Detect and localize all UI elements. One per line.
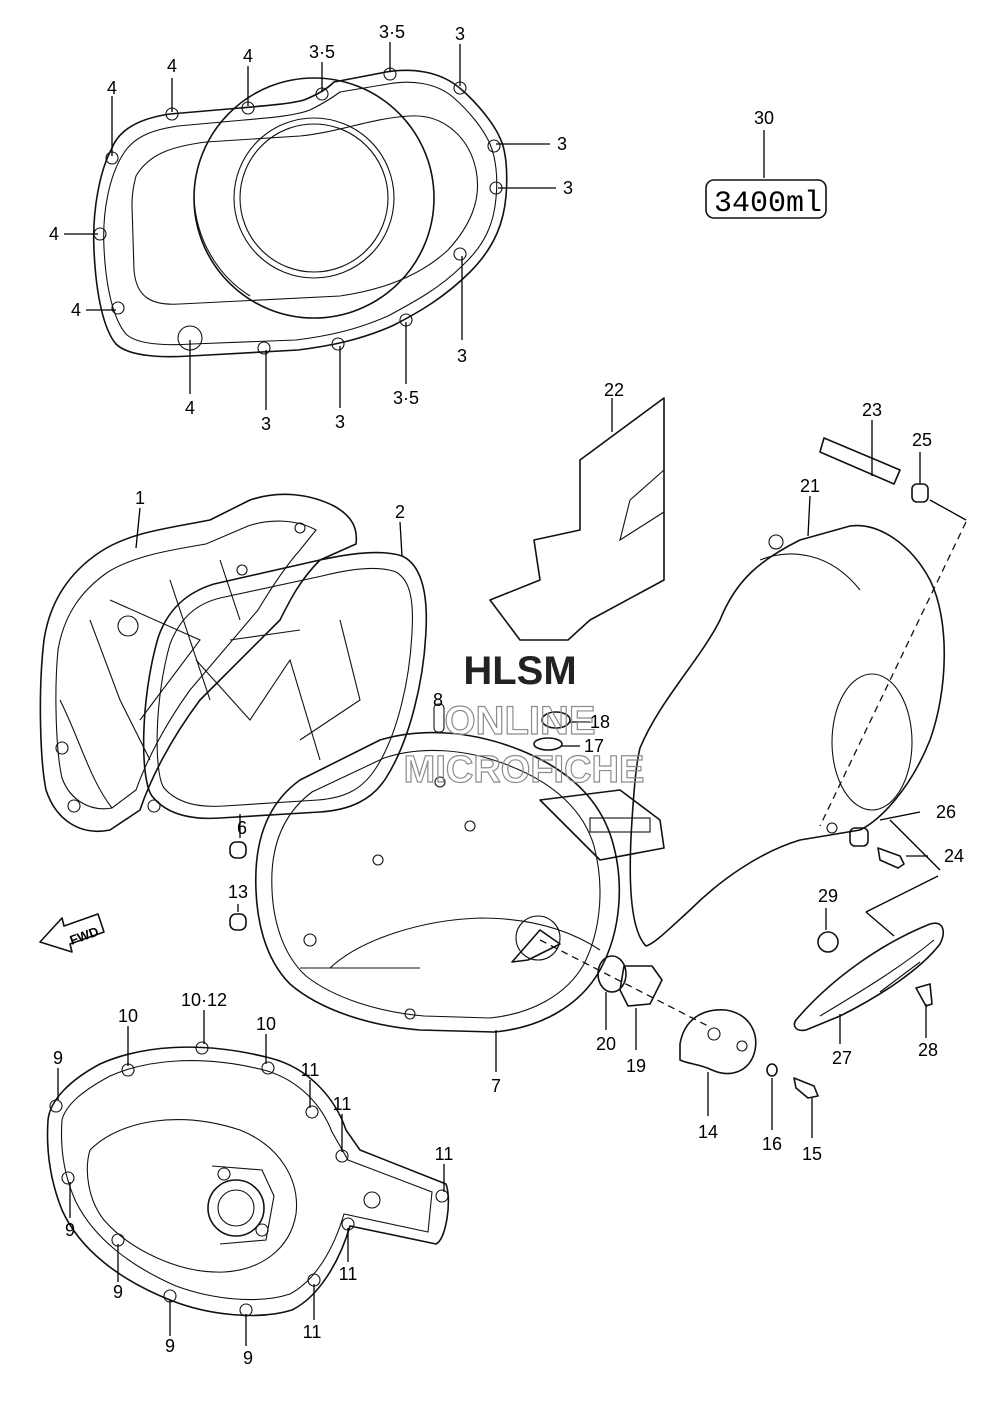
callout-8: 8 xyxy=(433,690,443,710)
callout-9: 9 xyxy=(113,1282,123,1302)
part-13-dowel xyxy=(229,904,247,931)
callout-26: 26 xyxy=(936,802,956,822)
callout-19: 19 xyxy=(626,1056,646,1076)
part-20-oring xyxy=(597,955,627,1030)
part-24-bolt xyxy=(877,847,928,869)
callout-2: 2 xyxy=(395,502,405,522)
watermark: HLSM ONLINE MICROFICHE xyxy=(403,649,645,792)
callout-3: 3 xyxy=(557,134,567,154)
callout-11: 11 xyxy=(301,1060,320,1080)
part-27-guard xyxy=(793,922,944,1044)
callout-4: 4 xyxy=(49,224,59,244)
callout-3: 3 xyxy=(335,412,345,432)
callout-11: 11 xyxy=(303,1322,322,1342)
callout-10: 10 xyxy=(118,1006,138,1026)
callout-18: 18 xyxy=(590,712,610,732)
callout-28: 28 xyxy=(918,1040,938,1060)
callout-30: 30 xyxy=(754,108,774,128)
callout-14: 14 xyxy=(698,1122,718,1142)
callout-4: 4 xyxy=(243,46,253,66)
part-15-bolt xyxy=(793,1077,819,1138)
callout-3-5: 3·5 xyxy=(379,22,405,42)
part-19-plug xyxy=(619,965,663,1050)
part-29-washer xyxy=(817,908,839,953)
callout-13: 13 xyxy=(228,882,248,902)
callout-4: 4 xyxy=(167,56,177,76)
callout-1: 1 xyxy=(135,488,145,508)
part-6-dowel xyxy=(229,814,247,859)
part-28-screw xyxy=(915,983,933,1038)
top-clutch-cover xyxy=(92,67,508,358)
callout-21: 21 xyxy=(800,476,820,496)
watermark-line-2: ONLINE xyxy=(444,699,595,743)
part-22-decal xyxy=(489,397,665,641)
callout-9: 9 xyxy=(243,1348,253,1368)
watermark-line-1: HLSM xyxy=(463,649,576,693)
callout-3-5: 3·5 xyxy=(309,42,335,62)
callout-3-5: 3·5 xyxy=(393,388,419,408)
callout-7: 7 xyxy=(491,1076,501,1096)
bottom-cover-leaders xyxy=(57,1010,445,1346)
callout-23: 23 xyxy=(862,400,882,420)
bottom-magneto-cover xyxy=(46,1041,450,1317)
callout-3: 3 xyxy=(457,346,467,366)
part-18-oring xyxy=(541,711,590,729)
callout-11: 11 xyxy=(435,1144,454,1164)
watermark-line-3: MICROFICHE xyxy=(404,749,645,791)
callout-11: 11 xyxy=(333,1094,352,1114)
part-8-pin xyxy=(433,703,445,733)
fwd-arrow-icon: FWD xyxy=(39,913,105,953)
callout-20: 20 xyxy=(596,1034,616,1054)
callout-16: 16 xyxy=(762,1134,782,1154)
callout-22: 22 xyxy=(604,380,624,400)
part-30-sealant: 3400ml xyxy=(705,130,827,221)
callout-15: 15 xyxy=(802,1144,822,1164)
callout-labels: 1 2 3 3 3 3 3 3 3·5 3·5 3·5 4 4 4 4 4 4 … xyxy=(49,22,964,1368)
callout-10-12: 10·12 xyxy=(181,990,227,1010)
callout-4: 4 xyxy=(71,300,81,320)
callout-10: 10 xyxy=(256,1014,276,1034)
callout-17: 17 xyxy=(584,736,604,756)
part-21-outer-cover xyxy=(629,495,946,947)
part-25-bush xyxy=(911,452,929,503)
callout-3: 3 xyxy=(455,24,465,44)
callout-9: 9 xyxy=(165,1336,175,1356)
callout-3: 3 xyxy=(563,178,573,198)
callout-24: 24 xyxy=(944,846,964,866)
callout-6: 6 xyxy=(237,818,247,838)
part-26-bush xyxy=(849,811,941,871)
callout-3: 3 xyxy=(261,414,271,434)
part-16-washer xyxy=(766,1063,778,1130)
part-7-clutch-cover xyxy=(254,731,665,1072)
part-2-gasket xyxy=(142,521,428,820)
part-14-cap xyxy=(679,1009,757,1116)
top-cover-leaders xyxy=(64,42,556,410)
part-23-collar xyxy=(819,420,901,485)
callout-25: 25 xyxy=(912,430,932,450)
sealant-volume-label: 3400ml xyxy=(714,187,822,221)
callout-29: 29 xyxy=(818,886,838,906)
callout-27: 27 xyxy=(832,1048,852,1068)
callout-4: 4 xyxy=(107,78,117,98)
callout-11: 11 xyxy=(339,1264,358,1284)
callout-4: 4 xyxy=(185,398,195,418)
callout-9: 9 xyxy=(65,1220,75,1240)
fwd-label: FWD xyxy=(68,924,101,948)
callout-9: 9 xyxy=(53,1048,63,1068)
part-17-washer xyxy=(533,737,580,751)
